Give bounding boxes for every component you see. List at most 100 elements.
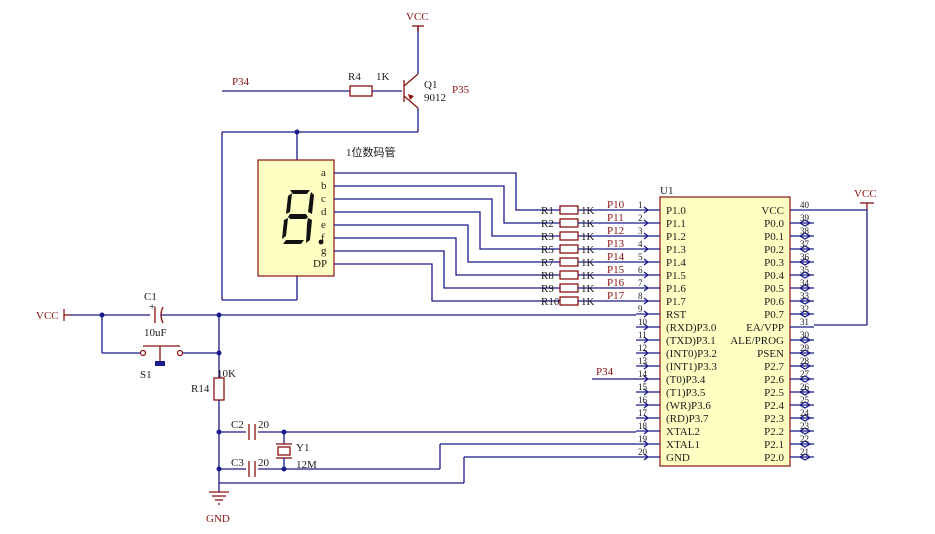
- y1-crystal: [276, 432, 292, 469]
- pin-name: P2.2: [764, 426, 784, 438]
- top-vcc-label: VCC: [406, 11, 429, 23]
- pin-name: P1.0: [666, 205, 686, 217]
- pin-name: (TXD)P3.1: [666, 335, 716, 347]
- mcu-pin-16: 16 (WR)P3.6: [636, 395, 711, 412]
- pin-name: P0.4: [764, 270, 784, 282]
- pin-number: 9: [638, 304, 643, 314]
- resistor-value: 1K: [581, 257, 595, 269]
- pin-name: P1.5: [666, 270, 686, 282]
- c3-capacitor: [248, 461, 256, 477]
- segment-label-d: d: [321, 206, 327, 218]
- r4-resistor: [349, 85, 373, 97]
- pin-number: 39: [800, 213, 810, 223]
- pin-name: (RXD)P3.0: [666, 322, 717, 334]
- c2-capacitor: [248, 424, 256, 440]
- resistor-net: P14: [607, 251, 625, 263]
- left-vcc-symbol: [63, 309, 70, 321]
- mcu-pin-11: 11(TXD)P3.1: [636, 330, 716, 347]
- mcu-pin-13: 13(INT1)P3.3: [636, 356, 718, 373]
- resistor-value: 1K: [581, 218, 595, 230]
- resistor-ref: R3: [541, 231, 554, 243]
- pin-number: 22: [800, 434, 809, 444]
- pin-number: 18: [638, 421, 648, 431]
- resistor-r3: [559, 231, 579, 241]
- pin-number: 29: [800, 343, 810, 353]
- pin-name: P0.1: [764, 231, 784, 243]
- pin-number: 23: [800, 421, 810, 431]
- s1-switch: [139, 345, 184, 366]
- display-digit: [282, 190, 324, 245]
- resistor-ref: R10: [541, 296, 560, 308]
- resistor-net: P15: [607, 264, 625, 276]
- pin-name: P0.3: [764, 257, 784, 269]
- s1-ref: S1: [140, 369, 152, 381]
- pin-number: 40: [800, 200, 810, 210]
- resistor-ref: R8: [541, 270, 554, 282]
- pin-name: XTAL2: [666, 426, 700, 438]
- c3-value: 20: [258, 457, 270, 469]
- resistor-r10: [559, 296, 579, 306]
- resistor-value: 1K: [581, 205, 595, 217]
- pin-name: (RD)P3.7: [666, 413, 709, 425]
- pin-number: 30: [800, 330, 810, 340]
- pin-name: P1.1: [666, 218, 686, 230]
- resistor-net: P10: [607, 199, 625, 211]
- pin-number: 15: [638, 382, 648, 392]
- pin-number: 14: [638, 369, 648, 379]
- c2-value: 20: [258, 419, 270, 431]
- c1-ref: C1: [144, 291, 157, 303]
- pin-name: P0.5: [764, 283, 784, 295]
- pin-number: 31: [800, 317, 809, 327]
- pin-number: 1: [638, 200, 643, 210]
- pin-name: P1.2: [666, 231, 686, 243]
- pin-name: P2.1: [764, 439, 784, 451]
- resistor-ref: R5: [541, 244, 554, 256]
- pin-name: (WR)P3.6: [666, 400, 711, 412]
- mcu-pin-10: 10(RXD)P3.0: [636, 317, 717, 334]
- pin-number: 6: [638, 265, 643, 275]
- segment-label-a: a: [321, 167, 326, 179]
- pin-number: 16: [638, 395, 648, 405]
- pin-number: 35: [800, 265, 810, 275]
- pin-name: GND: [666, 452, 690, 464]
- pin-number: 37: [800, 239, 810, 249]
- q1-transistor: [403, 68, 419, 132]
- pin-name: P0.7: [764, 309, 784, 321]
- pin-number: 21: [800, 447, 809, 457]
- pin-name: (T0)P3.4: [666, 374, 706, 386]
- pin-number: 26: [800, 382, 810, 392]
- p34-base-label: P34: [232, 76, 250, 88]
- top-vcc-symbol: [412, 25, 424, 68]
- pin-name: EA/VPP: [746, 322, 784, 334]
- pin-number: 36: [800, 252, 810, 262]
- resistor-value: 1K: [581, 244, 595, 256]
- pin-name: P0.0: [764, 218, 784, 230]
- resistor-r2: [559, 218, 579, 228]
- pin-name: VCC: [761, 205, 784, 217]
- resistor-r5: [559, 244, 579, 254]
- resistor-r8: [559, 270, 579, 280]
